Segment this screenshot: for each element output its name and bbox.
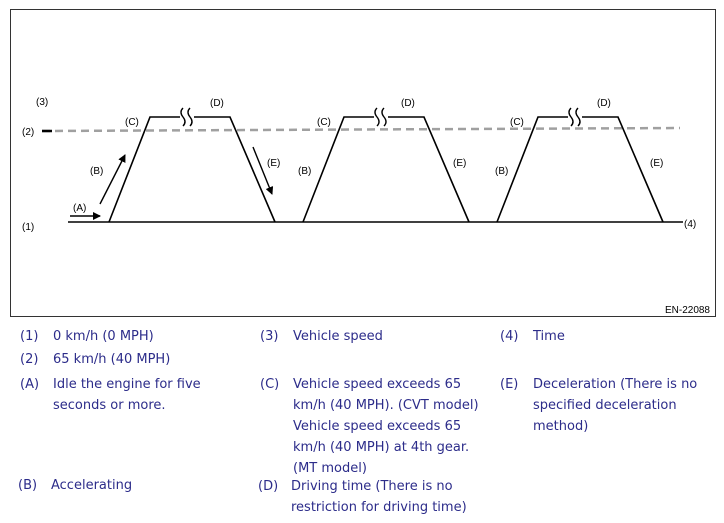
legend-text-line-1: Deceleration (There is no [533, 377, 698, 392]
legend-text-line-5: (MT model) [293, 461, 367, 476]
label-n4: (4) [684, 219, 696, 230]
label-c-1: (C) [125, 117, 139, 128]
legend-key: (A) [20, 377, 40, 392]
label-d-2: (D) [401, 98, 415, 109]
legend-key: (3) [260, 329, 279, 344]
legend-a: (A) Idle the engine for five seconds or … [20, 374, 250, 418]
diagram-frame [10, 9, 716, 317]
legend-key: (2) [20, 352, 39, 367]
label-d-1: (D) [210, 98, 224, 109]
label-e-3: (E) [650, 158, 663, 169]
speed-profile-1 [108, 116, 180, 223]
break-symbol-1 [180, 107, 193, 127]
legend-text: Accelerating [51, 478, 133, 493]
legend-text-line-4: km/h (40 MPH) at 4th gear. [293, 440, 470, 455]
legend-d: (D) Driving time (There is no restrictio… [258, 476, 498, 520]
decel-arrow [252, 146, 274, 195]
legend-n1: (1) 0 km/h (0 MPH) [20, 326, 250, 348]
label-n1: (1) [22, 222, 34, 233]
legend-key: (4) [500, 329, 519, 344]
label-c-3: (C) [510, 117, 524, 128]
legend-text: Vehicle speed [293, 329, 383, 344]
speed-profile-3-b [582, 116, 664, 223]
speed-profile-1-b [194, 116, 276, 223]
legend-text-line-1: Idle the engine for five [53, 377, 201, 392]
legend-text: Time [533, 329, 565, 344]
label-a: (A) [73, 203, 86, 214]
legend-text-line-3: Vehicle speed exceeds 65 [293, 419, 462, 434]
label-b-3: (B) [495, 166, 508, 177]
legend-text: 0 km/h (0 MPH) [53, 329, 154, 344]
label-n2: (2) [22, 127, 34, 138]
legend-text-line-1: Driving time (There is no [291, 479, 453, 494]
legend-text-line-1: Vehicle speed exceeds 65 [293, 377, 462, 392]
break-symbol-3 [568, 107, 581, 127]
label-e-2: (E) [453, 158, 466, 169]
legend-key: (1) [20, 329, 39, 344]
legend-n4: (4) Time [500, 326, 710, 348]
legend-c: (C) Vehicle speed exceeds 65 km/h (40 MP… [260, 374, 490, 480]
label-n3: (3) [36, 97, 48, 108]
accel-arrow [99, 154, 126, 205]
speed-profile-3 [496, 116, 568, 223]
figure-code: EN-22088 [665, 305, 710, 316]
legend-text: 65 km/h (40 MPH) [53, 352, 171, 367]
legend-n3: (3) Vehicle speed [260, 326, 490, 348]
legend-text-line-2: km/h (40 MPH). (CVT model) [293, 398, 479, 413]
target-speed-dashed-line [41, 126, 681, 133]
label-b-2: (B) [298, 166, 311, 177]
speed-profile-2 [302, 116, 374, 223]
legend-key: (B) [18, 478, 38, 493]
label-c-2: (C) [317, 117, 331, 128]
label-e-1: (E) [267, 158, 280, 169]
label-b-1: (B) [90, 166, 103, 177]
legend-key: (E) [500, 377, 519, 392]
break-symbol-2 [374, 107, 387, 127]
legend-key: (D) [258, 479, 279, 494]
legend-key: (C) [260, 377, 280, 392]
legend-text-line-2: specified deceleration [533, 398, 677, 413]
legend-text-line-2: restriction for driving time) [291, 500, 467, 515]
legend-text-line-3: method) [533, 419, 589, 434]
speed-profile-2-b [388, 116, 470, 223]
label-d-3: (D) [597, 98, 611, 109]
legend-n2: (2) 65 km/h (40 MPH) [20, 349, 250, 371]
legend-text-line-2: seconds or more. [53, 398, 166, 413]
legend-b: (B) Accelerating [18, 475, 248, 497]
legend-e: (E) Deceleration (There is no specified … [500, 374, 715, 440]
